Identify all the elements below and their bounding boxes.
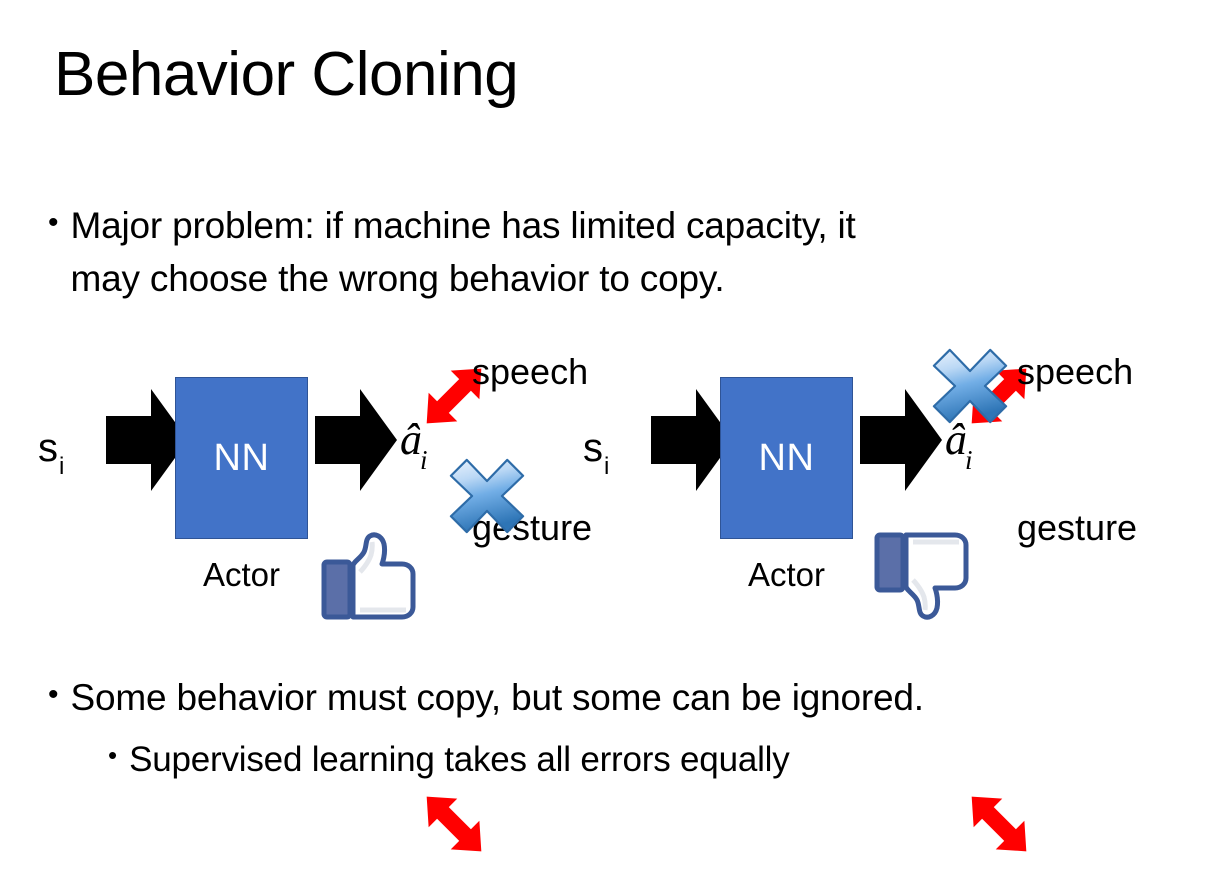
action-symbol: â [400, 415, 422, 464]
bullet-supervised-learning: • Supervised learning takes all errors e… [108, 735, 1168, 785]
actor-caption-right: Actor [747, 556, 826, 593]
gesture-double-arrow-icon [971, 796, 1027, 852]
state-symbol: s [583, 426, 603, 470]
output-block-arrow-icon [860, 389, 942, 491]
action-subscript: i [965, 444, 973, 475]
output-label-gesture-right: gesture [1017, 507, 1138, 548]
nn-box-left: NN [175, 377, 308, 539]
bullet-major-problem: • Major problem: if machine has limited … [48, 200, 1148, 305]
bullet-major-problem-text: Major problem: if machine has limited ca… [71, 200, 856, 305]
output-label-speech-right: speech [1017, 351, 1134, 392]
cross-out-icon-gesture [449, 458, 525, 534]
bullet-some-behavior: • Some behavior must copy, but some can … [48, 672, 1168, 725]
bullet-marker-icon: • [48, 678, 59, 711]
state-subscript: i [604, 453, 610, 480]
nn-box-label: NN [213, 437, 270, 479]
state-label-left: si [38, 426, 64, 479]
bullet-marker-icon: • [48, 206, 59, 239]
bullet-line: may choose the wrong behavior to copy. [70, 257, 725, 299]
bullet-marker-icon: • [108, 740, 118, 770]
nn-box-right: NN [720, 377, 853, 539]
state-label-right: si [583, 426, 609, 479]
gesture-double-arrow-icon [426, 796, 482, 852]
bullet-line: Supervised learning takes all errors equ… [129, 740, 790, 779]
diagram-negative-case: si NN Actor âi speech gesture [555, 330, 1160, 852]
action-label-right: âi [945, 415, 975, 474]
state-subscript: i [59, 453, 65, 480]
bullet-some-behavior-text: Some behavior must copy, but some can be… [70, 672, 925, 725]
actor-caption-left: Actor [202, 556, 281, 593]
speech-double-arrow-icon [426, 368, 482, 424]
action-subscript: i [420, 444, 428, 475]
output-block-arrow-icon [315, 389, 397, 491]
action-label-left: âi [400, 415, 430, 474]
action-symbol: â [945, 415, 967, 464]
page-title: Behavior Cloning [54, 40, 519, 109]
bullet-line: Some behavior must copy, but some can be… [70, 677, 925, 718]
diagram-positive-case: si NN Actor âi speech gesture [10, 330, 615, 852]
bullet-line: Major problem: if machine has limited ca… [70, 205, 856, 246]
thumbs-up-icon [321, 532, 416, 620]
state-symbol: s [38, 426, 58, 470]
bullet-supervised-learning-text: Supervised learning takes all errors equ… [129, 735, 790, 785]
cross-out-icon-speech [932, 348, 1008, 424]
input-block-arrow-icon [106, 389, 188, 491]
input-block-arrow-icon [651, 389, 733, 491]
output-label-speech-left: speech [472, 351, 589, 392]
thumbs-down-icon [874, 532, 969, 620]
nn-box-label: NN [758, 437, 815, 479]
